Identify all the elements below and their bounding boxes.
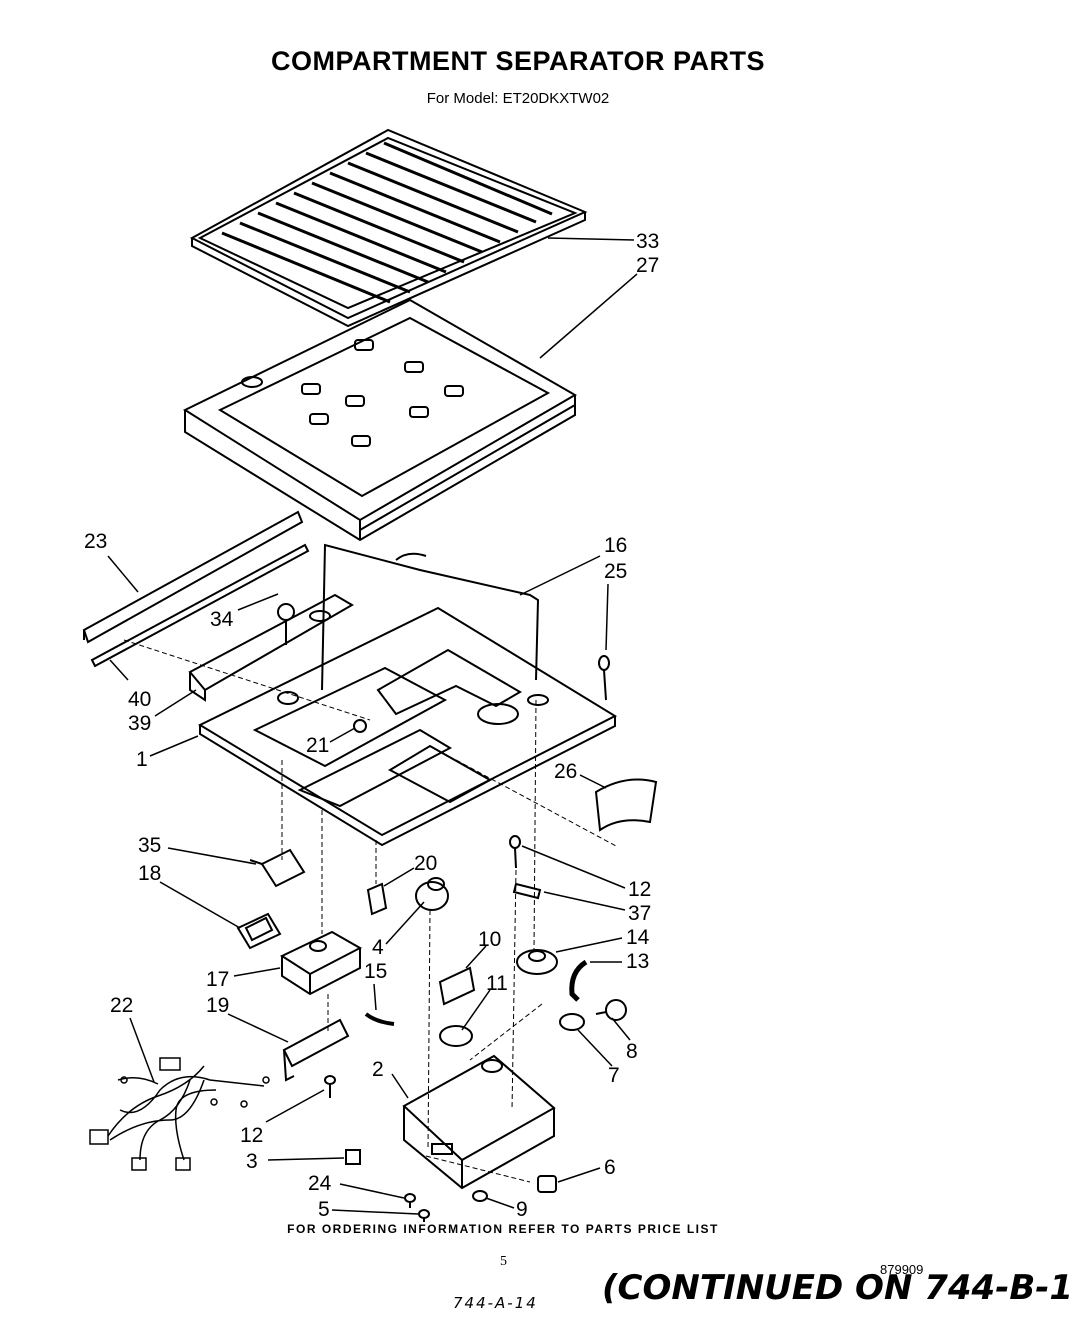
part-2-housing [402,1054,556,1190]
callout-16: 16 [604,534,627,557]
callout-25: 25 [604,560,627,583]
part-7-socket [559,1013,585,1031]
ordering-note: FOR ORDERING INFORMATION REFER TO PARTS … [287,1222,719,1236]
part-21-fastener [353,719,367,733]
part-22-harness [89,1057,270,1171]
part-40-strip [90,543,310,668]
part-3-clip [345,1149,361,1165]
part-20-clip [366,882,388,916]
callout-12-lower: 12 [240,1124,263,1147]
callout-10: 10 [478,928,501,951]
callout-21: 21 [306,734,329,757]
callout-40: 40 [128,688,151,711]
callout-26: 26 [554,760,577,783]
callout-6: 6 [604,1156,616,1179]
callout-24: 24 [308,1172,332,1195]
part-33-grille [189,128,588,328]
callout-34: 34 [210,608,234,631]
callout-labels: 33 27 23 16 25 34 40 39 21 1 26 35 18 20… [84,230,659,1221]
callout-39: 39 [128,712,151,735]
part-10-switch [438,966,476,1006]
callout-8: 8 [626,1040,638,1063]
continued-note: (CONTINUED ON 744-B-1 [602,1268,1073,1308]
page-title: COMPARTMENT SEPARATOR PARTS [270,46,765,76]
part-26-pad [594,778,658,832]
part-25-screw [598,655,610,701]
alignment-lines [123,639,617,1183]
callout-12-upper: 12 [628,878,651,901]
part-18-frame [236,912,282,950]
callout-20: 20 [414,852,437,875]
part-12-screw-lower [324,1075,336,1098]
callout-9: 9 [516,1198,528,1221]
callout-11: 11 [486,972,508,995]
callout-17: 17 [206,968,229,991]
part-16-wire [321,543,540,691]
callout-15: 15 [364,960,387,983]
callout-33: 33 [636,230,659,253]
part-35-bracket [249,848,306,888]
callout-5: 5 [318,1198,330,1221]
callout-23: 23 [84,530,107,553]
callout-7: 7 [608,1064,620,1087]
callout-37: 37 [628,902,651,925]
part-6-switch [537,1175,557,1193]
document-number: 879909 [880,1262,924,1277]
part-4-connector [415,877,449,911]
exploded-parts-diagram: 33 27 23 16 25 34 40 39 21 1 26 35 18 20… [82,128,659,1222]
model-subtitle: For Model: ET20DKXTW02 [426,90,610,107]
part-15-tube [364,1012,395,1026]
part-19-bracket [282,1018,350,1082]
page-number: 5 [500,1254,507,1269]
part-24-screw [404,1193,416,1208]
part-34-grommet [277,603,295,645]
part-12-screw [509,835,521,869]
callout-22: 22 [110,994,133,1017]
part-11-disk [439,1025,473,1047]
part-23-strip [82,510,304,644]
leader-lines [107,237,638,1215]
part-27-frame [182,298,577,542]
part-5-screw [418,1209,430,1222]
part-8-bulb [595,999,627,1021]
callout-1: 1 [136,748,148,771]
callout-2: 2 [372,1058,384,1081]
part-17-box [279,930,363,996]
part-9-cap [472,1190,488,1202]
part-13-tube [569,959,588,1002]
callout-3: 3 [246,1150,258,1173]
handwritten-reference: 744-A-14 [453,1294,538,1312]
part-37-clip [512,882,542,900]
part-1-plate [197,606,618,847]
callout-19: 19 [206,994,229,1017]
callout-13: 13 [626,950,649,973]
callout-35: 35 [138,834,161,857]
callout-14: 14 [626,926,650,949]
part-14-knob [516,949,558,975]
callout-27: 27 [636,254,659,277]
callout-18: 18 [138,862,161,885]
callout-4: 4 [372,936,384,959]
